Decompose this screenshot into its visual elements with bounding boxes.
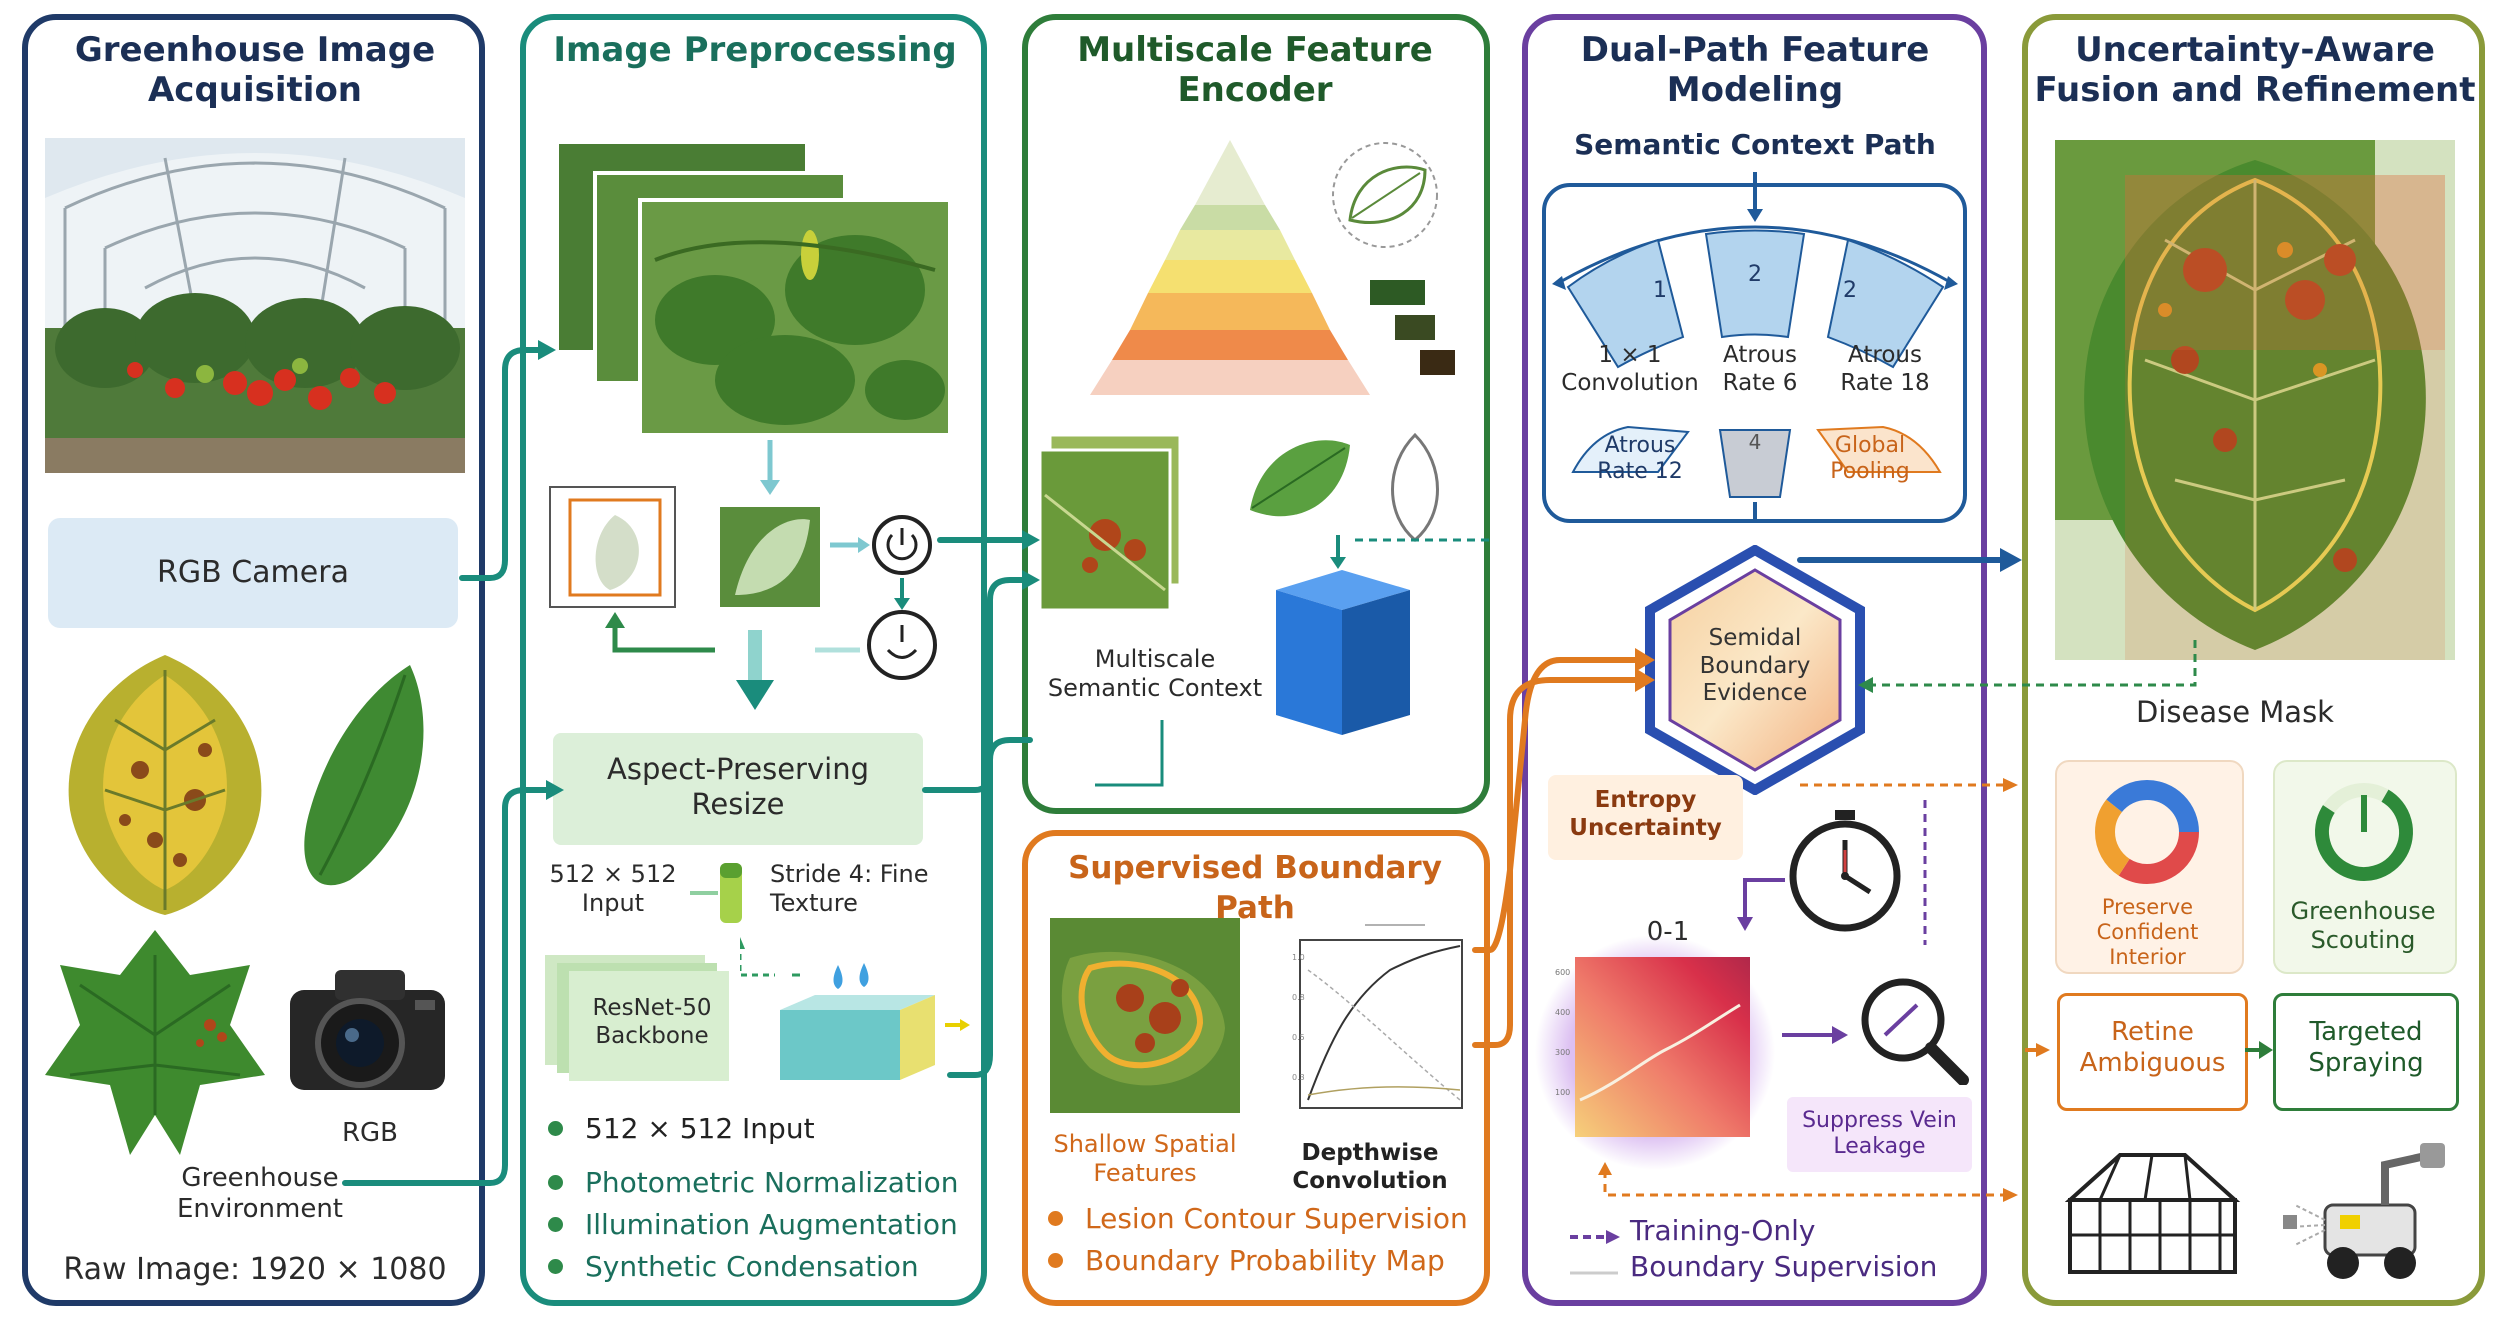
clock-icon <box>1789 810 1901 932</box>
panel-encoder <box>1022 14 1490 814</box>
resize-box <box>553 733 923 845</box>
greenhouse-environment-label: Greenhouse Environment <box>176 1163 344 1225</box>
stride-note: Stride 4: Fine Texture <box>770 860 929 917</box>
magnifier-icon <box>1861 978 1969 1085</box>
suppress-box <box>1787 1097 1972 1172</box>
greenhouse-photo <box>45 138 465 473</box>
clock-to-heatmap-arrow <box>1737 878 1785 931</box>
greenhouse-icon <box>2064 1153 2241 1274</box>
stride-tensor-icon <box>690 863 742 923</box>
svg-text:400: 400 <box>1555 1008 1570 1017</box>
disease-mask-label: Disease Mask <box>2136 695 2334 729</box>
grape-leaf-image <box>45 930 265 1155</box>
legend-training-line <box>1570 1230 1620 1244</box>
refine-label: Retine Ambiguous <box>2079 1017 2226 1079</box>
bullet-text: Synthetic Condensation <box>585 1250 919 1283</box>
raw-image-label: Raw Image: 1920 × 1080 <box>63 1252 447 1287</box>
panel-boundary-title: Supervised Boundary Path <box>1068 850 1442 926</box>
backbone-stack <box>545 955 729 1081</box>
spraying-box <box>2273 993 2459 1111</box>
preserve-donut-icon <box>2095 780 2199 884</box>
svg-text:300: 300 <box>1555 1048 1570 1057</box>
backbone-label: ResNet-50 Backbone <box>592 995 712 1049</box>
refine-box <box>2057 993 2248 1111</box>
entropy-label: Entropy Uncertainty <box>1569 787 1722 841</box>
svg-text:600: 600 <box>1555 968 1570 977</box>
aspp-branch-label: Atrous Rate 18 <box>1840 342 1930 396</box>
scouting-label: Greenhouse Scouting <box>2290 897 2436 954</box>
feature-block-icon <box>740 937 970 1080</box>
aspp-branch-num: 2 <box>1748 262 1762 287</box>
aspp-fan <box>1552 172 1958 520</box>
shallow-features-label: Shallow Spatial Features <box>1053 1130 1237 1187</box>
healthy-leaf-image <box>304 665 424 886</box>
spraying-label: Targeted Spraying <box>2308 1017 2424 1079</box>
svg-text:0.5: 0.5 <box>1292 1033 1305 1042</box>
bullet-item: 512 × 512 Input <box>548 1112 815 1145</box>
bullet-text: Lesion Contour Supervision <box>1085 1202 1468 1235</box>
aspp-branch-num: 2 <box>1843 278 1857 303</box>
context-leaf-icons <box>1250 432 1439 542</box>
bullet-text: Boundary Probability Map <box>1085 1244 1445 1277</box>
semantic-path-subtitle: Semantic Context Path <box>1574 128 1936 161</box>
preserve-label: Preserve Confident Interior <box>2096 895 2199 970</box>
panel-preprocessing-title: Image Preprocessing <box>553 30 957 70</box>
panel-fusion-title: Uncertainty-Aware Fusion and Refinement <box>2034 30 2476 110</box>
bullet-text: Photometric Normalization <box>585 1166 959 1199</box>
refine-to-spraying-arrow <box>2245 1041 2273 1059</box>
disease-mask-image <box>2055 140 2455 660</box>
context-cube-icon <box>1276 535 1490 735</box>
diseased-leaf-image <box>68 655 262 915</box>
svg-text:100: 100 <box>1555 1088 1570 1097</box>
camera-icon <box>290 970 445 1090</box>
spraying-robot-icon <box>2283 1143 2445 1279</box>
bullet-item: Synthetic Condensation <box>548 1250 919 1283</box>
aspp-branch-num: 1 <box>1653 278 1667 303</box>
bullet-item: Lesion Contour Supervision <box>1048 1202 1468 1235</box>
uncertainty-heatmap: 600 400 300 100 <box>1535 935 1775 1170</box>
depthwise-conv-label: Depthwise Convolution <box>1292 1140 1448 1194</box>
svg-text:0.3: 0.3 <box>1292 1073 1305 1082</box>
boundary-curve-plot: 1.0 0.8 0.5 0.3 <box>1292 924 1463 1109</box>
bullet-item: Boundary Probability Map <box>1048 1244 1445 1277</box>
aspp-branch-label: Atrous Rate 6 <box>1722 342 1798 396</box>
plant-image-stack <box>555 140 952 437</box>
aspp-branch-label: Atrous Rate 12 <box>1597 433 1683 485</box>
resize-box-label: Aspect-Preserving Resize <box>607 752 869 821</box>
lesion-image-stack <box>1040 435 1182 612</box>
bullet-item: Photometric Normalization <box>548 1166 959 1199</box>
feature-pyramid <box>1090 140 1455 395</box>
svg-text:1.0: 1.0 <box>1292 953 1305 962</box>
context-link <box>1095 720 1164 787</box>
panel-acquisition-title: Greenhouse Image Acquisition <box>74 30 436 110</box>
panel-dualpath-title: Dual-Path Feature Modeling <box>1580 30 1930 110</box>
rgb-camera-label: RGB Camera <box>157 555 349 590</box>
legend-boundary-line <box>1570 1271 1618 1275</box>
rgb-label: RGB <box>341 1118 399 1148</box>
boundary-evidence-hexagon <box>1645 545 1865 795</box>
multiscale-context-label: Multiscale Semantic Context <box>1047 645 1263 702</box>
bullet-text: 512 × 512 Input <box>585 1112 815 1145</box>
boundary-evidence-label: Semidal Boundary Evidence <box>1699 625 1811 707</box>
aspp-branch-label: Global Pooling <box>1830 433 1910 485</box>
aspp-branch-num: 4 <box>1748 430 1762 454</box>
bullet-item: Illumination Augmentation <box>548 1208 958 1241</box>
bullet-text: Illumination Augmentation <box>585 1208 958 1241</box>
heatmap-to-magnifier-arrow <box>1782 1026 1848 1044</box>
rgb-camera-box <box>48 518 458 628</box>
suppress-vein-label: Suppress Vein Leakage <box>1802 1108 1957 1160</box>
preprocess-flow <box>549 440 937 710</box>
legend-boundary-label: Boundary Supervision <box>1630 1250 1938 1283</box>
input-note: 512 × 512 Input <box>549 860 677 917</box>
aspp-branch-label: 1 × 1 Convolution <box>1561 342 1699 396</box>
legend-training-label: Training-Only <box>1630 1214 1816 1247</box>
boundary-leaf-image <box>1050 918 1240 1113</box>
svg-text:0.8: 0.8 <box>1292 993 1305 1002</box>
panel-encoder-title: Multiscale Feature Encoder <box>1077 30 1433 110</box>
scouting-gauge-icon <box>2315 782 2413 881</box>
